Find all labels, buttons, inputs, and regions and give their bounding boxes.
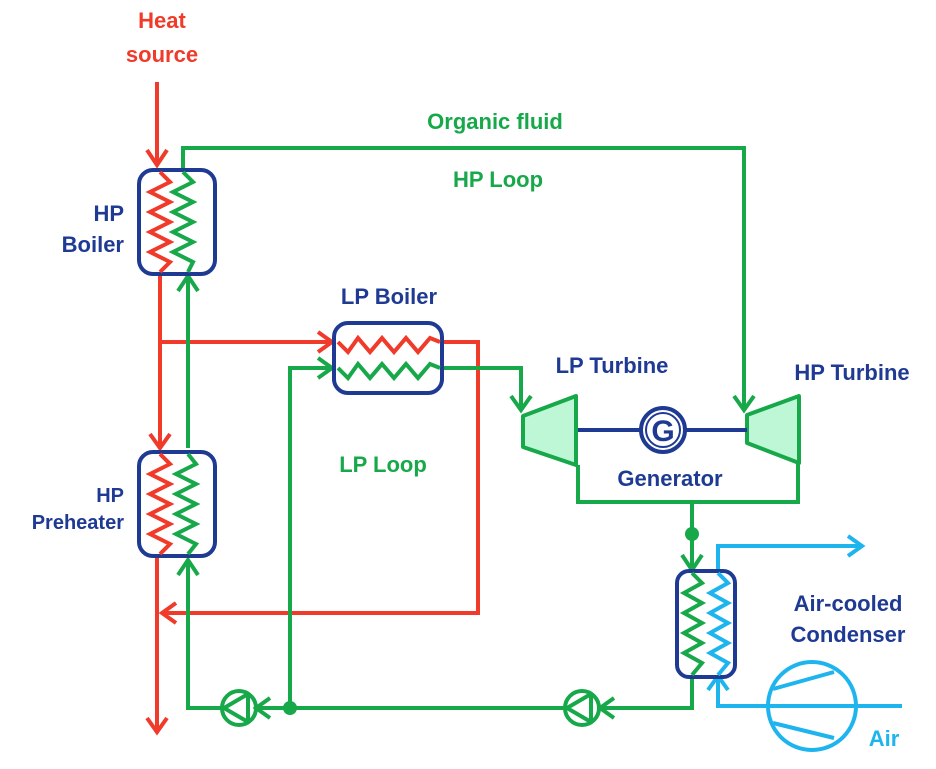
air-cooled-condenser	[675, 569, 737, 679]
generator-icon: G	[639, 406, 687, 454]
lp-turbine	[521, 394, 578, 467]
hp-pump-to-preheater-line	[186, 560, 222, 710]
condenser-label-line2: Condenser	[791, 622, 906, 647]
lp-loop-label: LP Loop	[339, 452, 427, 477]
junction-dot	[283, 701, 297, 715]
hp-pump	[220, 689, 258, 727]
heat-source-inlet-arrow	[145, 148, 169, 169]
lp-turbine-label: LP Turbine	[556, 353, 669, 378]
hp-preheater-label-line2: Preheater	[32, 512, 124, 534]
hp-turbine-label: HP Turbine	[794, 360, 909, 385]
lp-boiler-label: LP Boiler	[341, 284, 438, 309]
preheater-fluid-inlet-arrow	[176, 556, 200, 577]
lp-turbine-inlet-arrow	[509, 394, 533, 414]
generator-symbol: G	[651, 415, 674, 448]
air-label: Air	[869, 726, 900, 751]
generator-label: Generator	[617, 466, 723, 491]
junction-dot	[685, 527, 699, 541]
lp-vapor-line	[443, 366, 523, 410]
hp-boiler	[137, 168, 217, 276]
fan-icon	[766, 660, 858, 752]
hp-turbine	[745, 394, 801, 465]
hp-loop-label: HP Loop	[453, 167, 543, 192]
condenser-label-line1: Air-cooled	[794, 591, 903, 616]
hp-boiler-label-line1: HP	[93, 201, 124, 226]
lp-boiler-hot-return-line	[162, 340, 480, 615]
heat-source-outlet-arrow	[145, 716, 169, 736]
organic-fluid-label: Organic fluid	[427, 109, 563, 134]
lp-boiler-hot-return-arrow	[158, 601, 178, 625]
air-outlet-arrow	[846, 534, 866, 558]
lp-branch-line	[288, 366, 332, 708]
hp-turbine-inlet-arrow	[732, 394, 756, 414]
organic-fluid-flow	[176, 146, 800, 720]
lp-boiler	[332, 321, 444, 395]
preheater-inlet-arrow	[148, 432, 172, 452]
heat-source-label-line1: Heat	[138, 8, 186, 33]
hp-preheater-label-line1: HP	[96, 485, 124, 507]
condensate-line	[600, 676, 694, 710]
heat-source-label-line2: source	[126, 42, 198, 67]
air-inlet-line	[716, 676, 902, 708]
hp-boiler-label-line2: Boiler	[62, 232, 125, 257]
air-outlet-line	[716, 544, 862, 572]
hp-vapor-line	[181, 146, 746, 410]
turbine-exhaust-line	[576, 462, 800, 504]
hp-preheater	[137, 450, 217, 558]
lp-pump	[563, 689, 601, 727]
air-flow	[706, 534, 902, 752]
